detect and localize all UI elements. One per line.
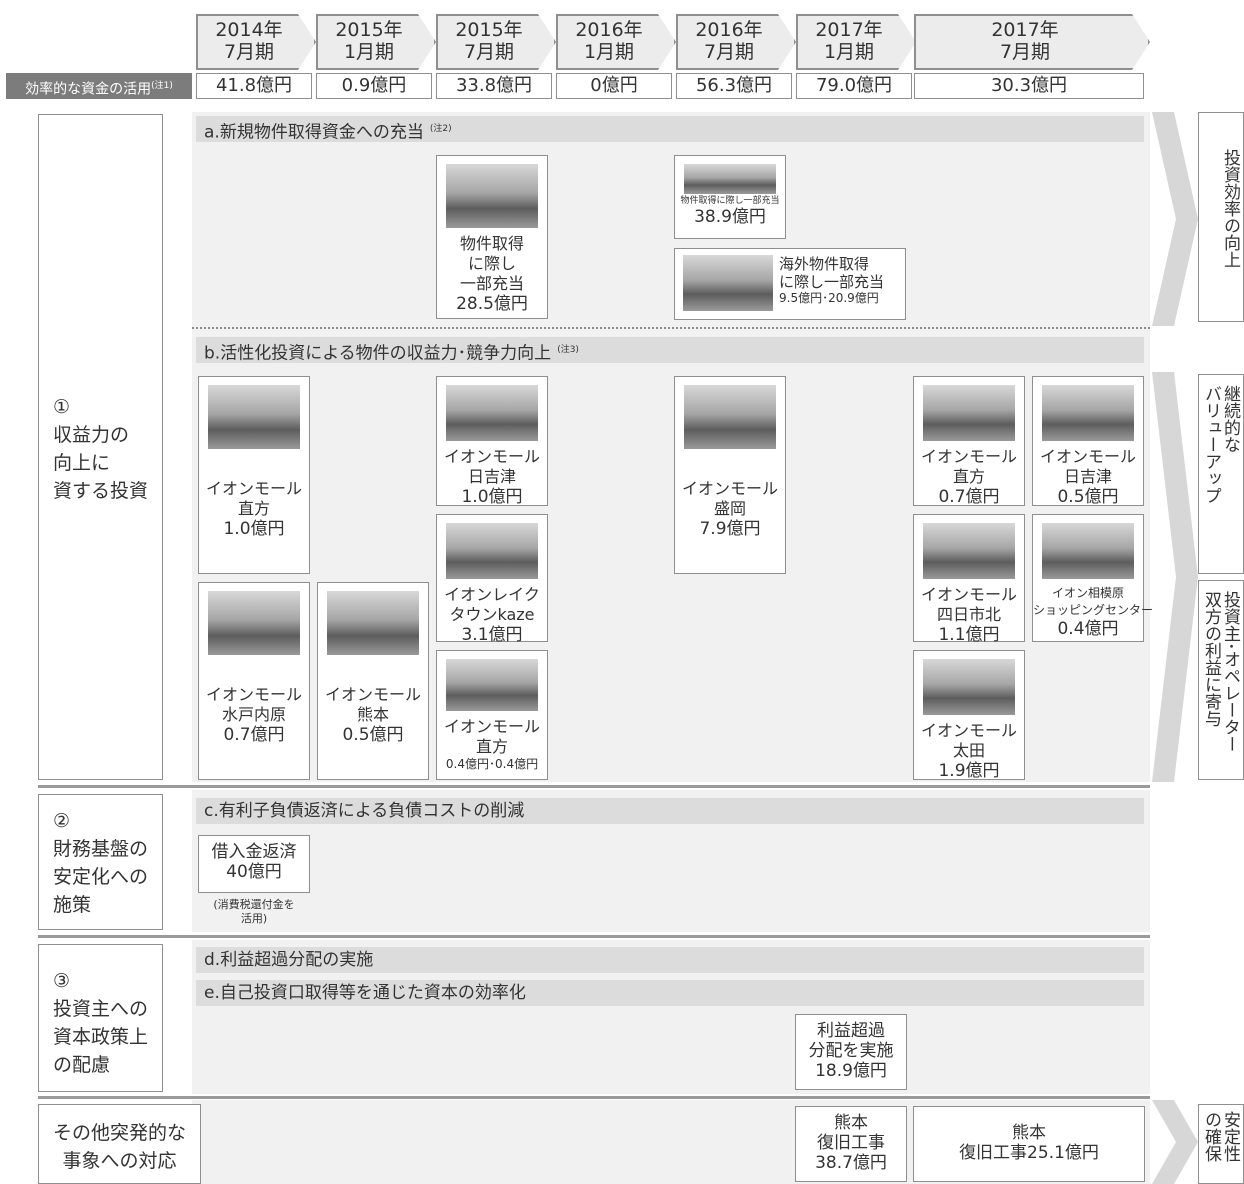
card-aeon-sagamihara-sc: イオン相模原 ショッピングセンター 0.4億円 (1032, 514, 1153, 642)
amount-2017-07: 30.3億円 (914, 73, 1144, 99)
card-aeon-mall-mito-uchihara: イオンモール 水戸内原 0.7億円 (198, 582, 310, 780)
property-photo (1042, 385, 1134, 441)
amount-2016-01: 0億円 (556, 73, 672, 99)
card-aeon-mall-hiezu: イオンモール 日吉津 1.0億円 (436, 376, 548, 507)
section-divider (38, 935, 1150, 938)
property-photo (684, 385, 776, 449)
effect-mutual-benefit: 投資主･オペレーター 双方の利益に寄与 (1198, 580, 1244, 780)
chevron-right-icon (1152, 1100, 1198, 1184)
effect-investment-efficiency: 投資効率の向上 (1198, 112, 1244, 322)
property-photo (446, 385, 538, 441)
property-photo (446, 659, 538, 711)
property-photo (923, 659, 1015, 715)
period-2015-01: 2015年 1月期 (316, 14, 436, 70)
property-photo (923, 385, 1015, 441)
card-aeon-mall-kumamoto: イオンモール 熊本 0.5億円 (317, 582, 429, 780)
section-label-shareholder: ③ 投資主への 資本政策上 の配慮 (38, 944, 164, 1092)
amount-2016-07: 56.3億円 (676, 73, 792, 99)
section-label-financial: ② 財務基盤の 安定化への 施策 (38, 794, 164, 930)
property-photo (327, 591, 419, 655)
period-2014-07: 2014年 7月期 (196, 14, 316, 70)
card-aeon-mall-morioka: イオンモール 盛岡 7.9億円 (674, 376, 786, 574)
bar-a: a.新規物件取得資金への充当(注2) (196, 116, 1144, 143)
section-label-revenue: ① 収益力の 向上に 資する投資 (38, 114, 164, 780)
card-loan-repayment: 借入金返済 40億円 (198, 835, 310, 893)
period-2016-01: 2016年 1月期 (556, 14, 676, 70)
section-divider (38, 785, 1150, 788)
bar-e: e.自己投資口取得等を通じた資本の効率化 (196, 980, 1144, 1006)
amount-2015-01: 0.9億円 (316, 73, 432, 99)
amount-2014-07: 41.8億円 (196, 73, 312, 99)
efficiency-label: 効率的な資金の活用(注1) (6, 73, 192, 99)
amount-2017-01: 79.0億円 (796, 73, 912, 99)
dotted-divider (192, 327, 1150, 329)
property-photo (923, 523, 1015, 579)
card-kumamoto-restoration-2017-01: 熊本 復旧工事 38.7億円 (795, 1106, 907, 1182)
card-kumamoto-restoration-2017-07: 熊本 復旧工事25.1億円 (913, 1106, 1145, 1182)
property-photo (446, 523, 538, 579)
card-aeon-mall-hiezu-2: イオンモール 日吉津 0.5億円 (1032, 376, 1144, 507)
card-aeon-laketown-kaze: イオンレイク タウンkaze 3.1億円 (436, 514, 548, 645)
bar-d: d.利益超過分配の実施 (196, 947, 1144, 973)
section-label-other: その他突発的な 事象への対応 (38, 1104, 202, 1184)
property-photo (208, 591, 300, 655)
card-aeon-mall-nogata-2: イオンモール 直方 0.4億円･0.4億円 (436, 650, 548, 780)
property-photo (446, 164, 538, 228)
chevron-right-icon (1152, 112, 1198, 326)
effect-stability: 安定性 の確保 (1198, 1104, 1244, 1184)
card-acquisition-2015-07: 物件取得 に際し 一部充当 28.5億円 (436, 155, 548, 319)
period-2017-07: 2017年 7月期 (914, 14, 1150, 70)
amount-2015-07: 33.8億円 (436, 73, 552, 99)
card-aeon-mall-ota: イオンモール 太田 1.9億円 (913, 650, 1025, 781)
card-aeon-mall-yokkaichi-kita: イオンモール 四日市北 1.1億円 (913, 514, 1025, 645)
card-overseas-acquisition: 海外物件取得 に際し一部充当 9.5億円･20.9億円 (674, 248, 906, 320)
period-2015-07: 2015年 7月期 (436, 14, 556, 70)
period-2016-07: 2016年 7月期 (676, 14, 796, 70)
card-aeon-mall-nogata: イオンモール 直方 1.0億円 (198, 376, 310, 574)
bar-c: c.有利子負債返済による負債コストの削減 (196, 798, 1144, 824)
card-acquisition-2016-07: 物件取得に際し一部充当 38.9億円 (674, 155, 786, 239)
card-excess-distribution: 利益超過 分配を実施 18.9億円 (795, 1014, 907, 1090)
card-aeon-mall-nogata-3: イオンモール 直方 0.7億円 (913, 376, 1025, 507)
loan-repayment-note: (消費税還付金を 活用) (213, 898, 295, 925)
bar-b: b.活性化投資による物件の収益力･競争力向上(注3) (196, 337, 1144, 364)
period-2017-01: 2017年 1月期 (796, 14, 916, 70)
chevron-right-icon (1152, 372, 1198, 782)
property-photo (208, 385, 300, 449)
effect-continuous-value-up: 継続的な バリューアップ (1198, 374, 1244, 574)
property-photo (684, 164, 776, 194)
section-divider (38, 1096, 1150, 1099)
property-photo (1042, 523, 1134, 579)
property-photo (683, 255, 773, 311)
